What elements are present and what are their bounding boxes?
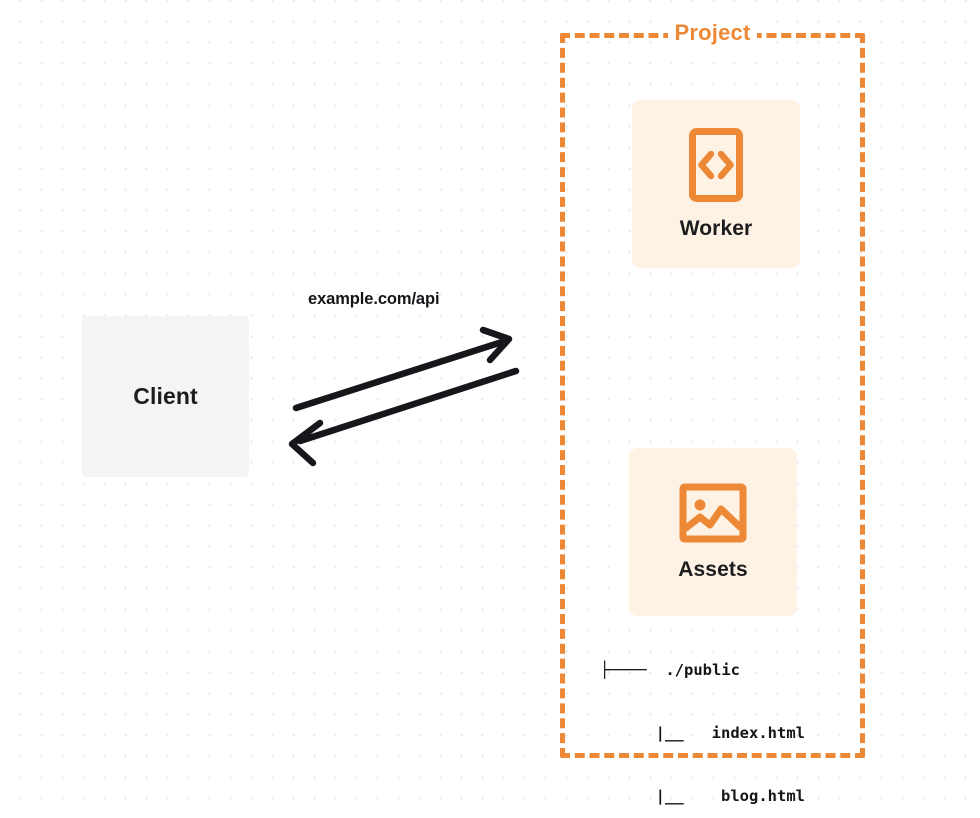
code-brackets-icon xyxy=(689,128,743,202)
client-node: Client xyxy=(82,316,249,477)
response-arrow-icon xyxy=(288,367,520,467)
project-title: Project xyxy=(667,20,758,46)
connection-label: example.com/api xyxy=(308,290,440,308)
file-tree-row: ├──── ./public xyxy=(600,661,740,679)
assets-node: Assets xyxy=(629,448,797,616)
image-icon xyxy=(679,483,747,543)
assets-label: Assets xyxy=(678,558,748,581)
file-tree-row: |__ index.html xyxy=(627,724,805,742)
worker-label: Worker xyxy=(679,217,753,240)
project-container: Project xyxy=(560,20,865,758)
request-arrow-icon xyxy=(292,326,513,412)
assets-file-tree: ├──── ./public |__ index.html |__ blog.h… xyxy=(600,618,805,818)
worker-node: Worker xyxy=(632,100,800,268)
file-tree-row: |__ blog.html xyxy=(627,787,805,805)
client-label: Client xyxy=(133,383,198,409)
